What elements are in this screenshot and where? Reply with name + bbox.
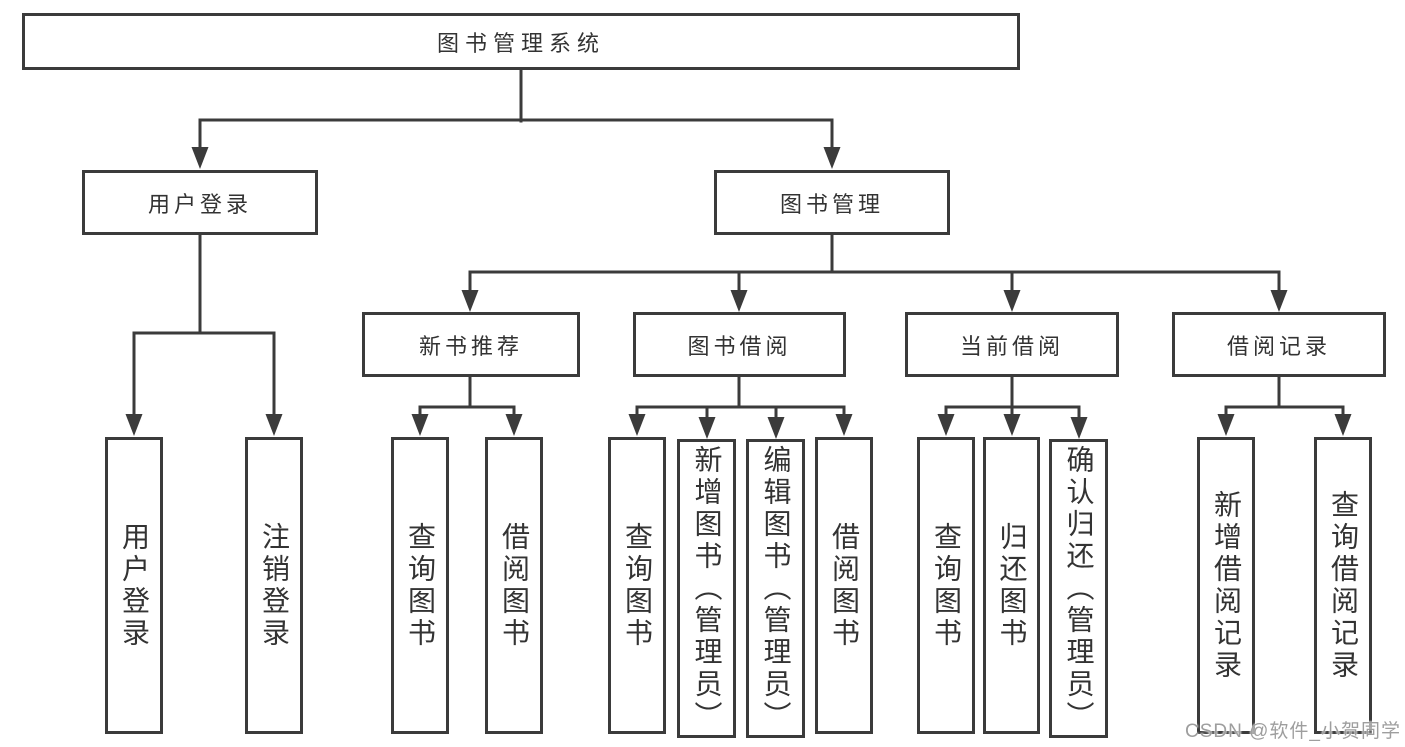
leaf-edit-book-admin: 编辑图书（管理员） [746, 439, 805, 738]
leaf-logout: 注销登录 [245, 437, 303, 734]
leaf-borrow-books: 借阅图书 [485, 437, 543, 734]
leaf-confirm-return-admin: 确认归还（管理员） [1049, 439, 1108, 738]
node-user-login: 用户登录 [82, 170, 318, 235]
arrow-down-icon [1003, 290, 1021, 312]
node-new-book-recommendation: 新书推荐 [362, 312, 580, 377]
arrow-down-icon [767, 417, 785, 439]
leaf-return-books: 归还图书 [983, 437, 1040, 734]
leaf-label: 新增借阅记录 [1211, 489, 1242, 682]
arrow-down-icon [937, 414, 955, 436]
leaf-label: 查询图书 [931, 521, 962, 650]
watermark: CSDN @软件_小贺同学 [1185, 721, 1401, 742]
node-borrowing-records: 借阅记录 [1172, 312, 1386, 377]
leaf-label: 借阅图书 [499, 521, 530, 650]
leaf-label: 编辑图书（管理员） [760, 444, 792, 733]
leaf-query-books: 查询图书 [608, 437, 666, 734]
arrow-down-icon [505, 414, 523, 436]
leaf-user-login: 用户登录 [105, 437, 163, 734]
arrow-down-icon [125, 414, 143, 436]
arrow-down-icon [1270, 290, 1288, 312]
leaf-label: 新增图书（管理员） [691, 444, 723, 733]
arrow-down-icon [461, 290, 479, 312]
arrowheads [125, 147, 1352, 439]
leaf-query-books: 查询图书 [917, 437, 975, 734]
leaf-label: 用户登录 [119, 521, 150, 650]
arrow-down-icon [835, 414, 853, 436]
leaf-label: 借阅图书 [829, 521, 860, 650]
node-book-management: 图书管理 [714, 170, 950, 235]
leaf-label: 查询图书 [405, 521, 436, 650]
leaf-label: 归还图书 [996, 521, 1028, 650]
connector-path [132, 67, 1345, 423]
leaf-query-borrow-record: 查询借阅记录 [1314, 437, 1372, 734]
arrow-down-icon [698, 417, 716, 439]
arrow-down-icon [265, 414, 283, 436]
arrow-down-icon [1217, 414, 1235, 436]
leaf-add-book-admin: 新增图书（管理员） [677, 439, 736, 738]
arrow-down-icon [730, 290, 748, 312]
node-current-borrowing: 当前借阅 [905, 312, 1119, 377]
leaf-borrow-books: 借阅图书 [815, 437, 873, 734]
arrow-down-icon [628, 414, 646, 436]
arrow-down-icon [411, 414, 429, 436]
leaf-label: 查询图书 [622, 521, 653, 650]
node-book-borrowing: 图书借阅 [633, 312, 846, 377]
leaf-query-books: 查询图书 [391, 437, 449, 734]
arrow-down-icon [191, 147, 209, 169]
leaf-label: 确认归还（管理员） [1063, 444, 1095, 733]
node-library-management-system: 图书管理系统 [22, 13, 1020, 70]
leaf-add-borrow-record: 新增借阅记录 [1197, 437, 1255, 734]
leaf-label: 注销登录 [259, 521, 290, 650]
arrow-down-icon [1003, 414, 1021, 436]
arrow-down-icon [1334, 414, 1352, 436]
arrow-down-icon [1070, 417, 1088, 439]
leaf-label: 查询借阅记录 [1328, 489, 1359, 682]
arrow-down-icon [823, 147, 841, 169]
